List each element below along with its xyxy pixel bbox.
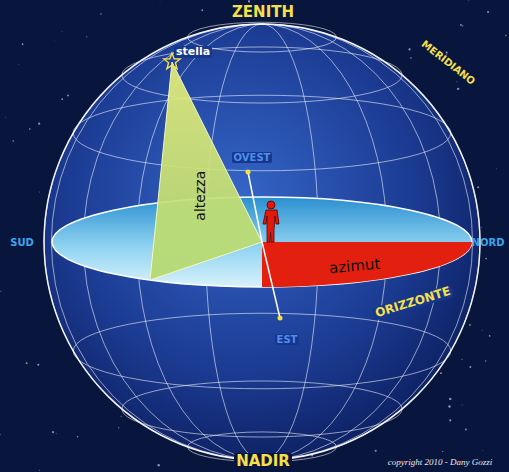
star-dot — [18, 63, 20, 65]
copyright-note: copyright 2010 - Dany Gozzi — [386, 458, 495, 468]
star-dot — [26, 362, 28, 364]
east-label: EST — [275, 334, 300, 345]
star-dot — [67, 95, 69, 97]
star-dot — [442, 451, 443, 452]
star-dot — [38, 123, 40, 125]
star-dot — [159, 1, 161, 3]
observer-figure — [263, 201, 279, 242]
celestial-sphere — [44, 24, 480, 460]
star-dot — [39, 469, 41, 471]
star-dot — [157, 464, 159, 466]
star-dot — [457, 88, 459, 90]
star-dot — [495, 168, 497, 170]
star-dot — [121, 416, 122, 417]
star-dot — [482, 450, 484, 452]
meridian-line — [51, 24, 472, 460]
star-dot — [408, 48, 410, 50]
star-dot — [489, 335, 491, 337]
star-dot — [0, 291, 1, 292]
star-dot — [100, 13, 101, 14]
star-dot — [86, 36, 87, 37]
star-dot — [469, 366, 471, 368]
west-label: OVEST — [232, 152, 273, 163]
parallel-line — [122, 47, 402, 103]
star-dot — [449, 419, 451, 421]
star-dot — [61, 98, 63, 100]
sphere-outline — [44, 24, 480, 460]
star-dot — [461, 404, 463, 406]
star-dot — [29, 128, 31, 130]
parallel-line — [122, 381, 402, 437]
star-dot — [55, 433, 57, 435]
star-dot — [448, 405, 450, 407]
star-dot — [485, 258, 487, 260]
star-dot — [52, 431, 54, 433]
east-point — [278, 316, 283, 321]
star-dot — [118, 427, 119, 428]
meridian-line — [44, 24, 480, 460]
west-point — [246, 170, 251, 175]
star-dot — [201, 9, 203, 11]
altitude-label: altezza — [193, 169, 208, 223]
parallel-line — [73, 313, 451, 389]
star-dot — [0, 434, 1, 435]
parallel-line — [73, 95, 451, 171]
east-line — [262, 242, 280, 318]
sphere-grid — [44, 22, 480, 462]
star-dot — [440, 372, 442, 374]
star-dot — [480, 227, 482, 229]
star-dot — [77, 436, 79, 438]
north-label: NORD — [470, 237, 507, 248]
star-dot — [469, 324, 471, 326]
star-dot — [54, 39, 56, 41]
star-dot — [456, 81, 458, 83]
star-dot — [465, 429, 467, 431]
star-dot — [410, 57, 412, 59]
star-dot — [462, 25, 463, 26]
star-dot — [468, 0, 470, 2]
star-dot — [449, 398, 451, 400]
star-dot — [12, 140, 14, 142]
star-dot — [248, 0, 250, 2]
star-dot — [485, 360, 486, 361]
star-dot — [37, 364, 39, 366]
star-dot — [375, 450, 377, 452]
nadir-label: NADIR — [234, 453, 292, 470]
star-label: stella — [174, 46, 212, 58]
south-label: SUD — [8, 237, 36, 248]
altitude-triangle — [150, 62, 262, 280]
star-dot — [61, 30, 63, 32]
star-dot — [460, 24, 462, 26]
star-dot — [487, 11, 489, 13]
azimuth-sector — [262, 242, 472, 287]
star-dot — [505, 35, 506, 36]
star-dot — [4, 116, 6, 118]
star-dot — [481, 329, 483, 331]
star-dot — [22, 43, 24, 45]
west-line — [248, 172, 262, 242]
star-dot — [477, 186, 479, 188]
star-dot — [462, 359, 463, 360]
star-dot — [39, 191, 41, 193]
zenith-label: ZENITH — [230, 4, 296, 21]
